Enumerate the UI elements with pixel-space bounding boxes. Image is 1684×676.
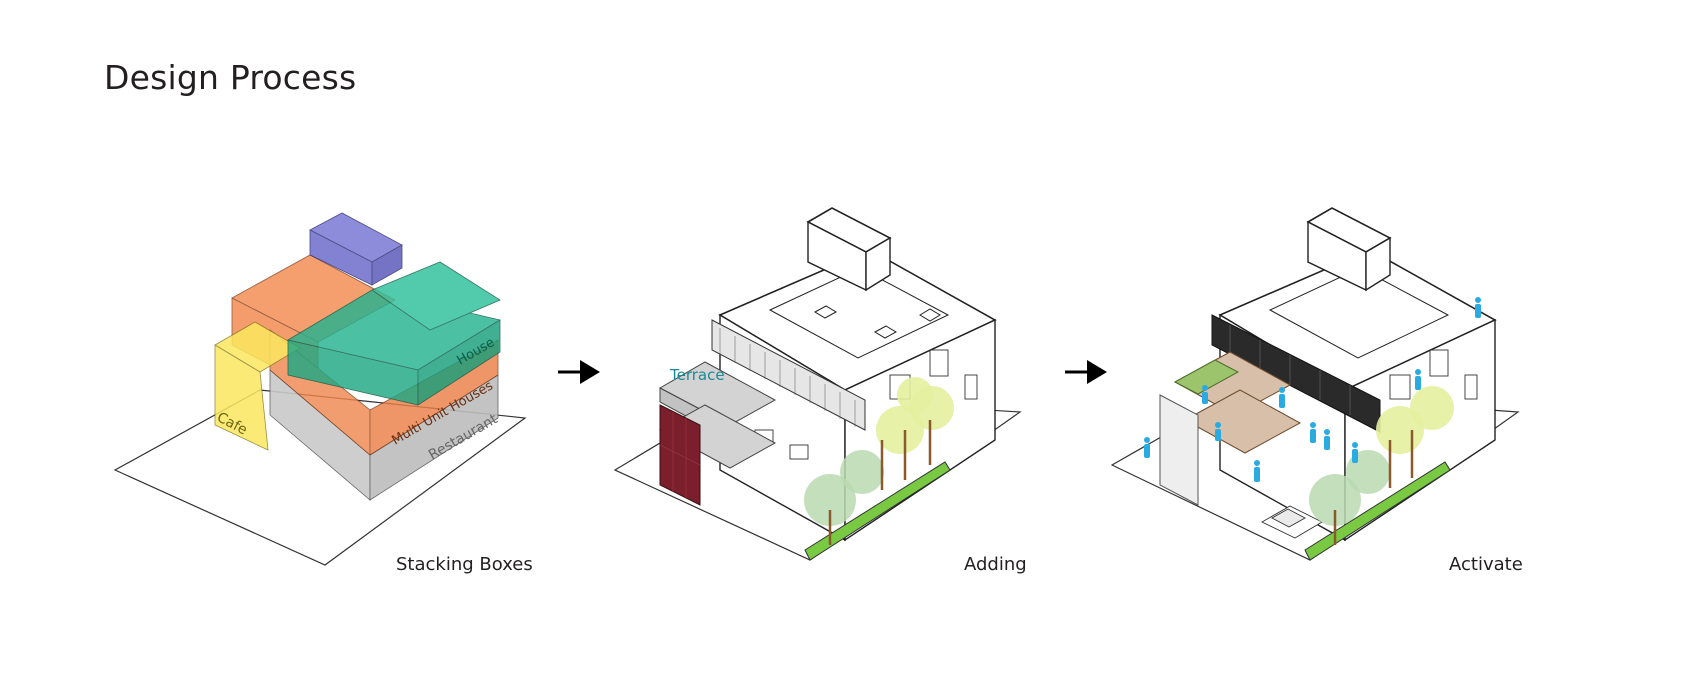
site-plot [113, 389, 527, 566]
page-title: Design Process [104, 58, 357, 97]
terrace-label: Terrace [669, 366, 725, 384]
step-caption-stacking-boxes: Stacking Boxes [396, 554, 533, 575]
house-block [286, 261, 502, 406]
people-icons [1144, 297, 1481, 482]
top-box [309, 212, 403, 286]
arrow-right-icon [1065, 360, 1107, 384]
arrow-right-icon [558, 360, 600, 384]
person-icon [1279, 387, 1285, 408]
person-icon [1415, 369, 1421, 390]
maroon-screen [659, 404, 701, 506]
adding-diagram [613, 207, 1022, 561]
person-icon [1475, 297, 1481, 318]
person-icon [1310, 422, 1316, 443]
person-icon [1202, 385, 1208, 404]
step-caption-adding: Adding [964, 554, 1027, 575]
activate-diagram [1110, 207, 1520, 561]
person-icon [1215, 422, 1221, 441]
person-icon [1352, 442, 1358, 463]
step-caption-activate: Activate [1449, 554, 1523, 575]
person-icon [1254, 460, 1260, 482]
person-icon [1324, 429, 1330, 450]
person-icon [1144, 437, 1150, 458]
stacking-boxes-diagram [113, 212, 527, 566]
